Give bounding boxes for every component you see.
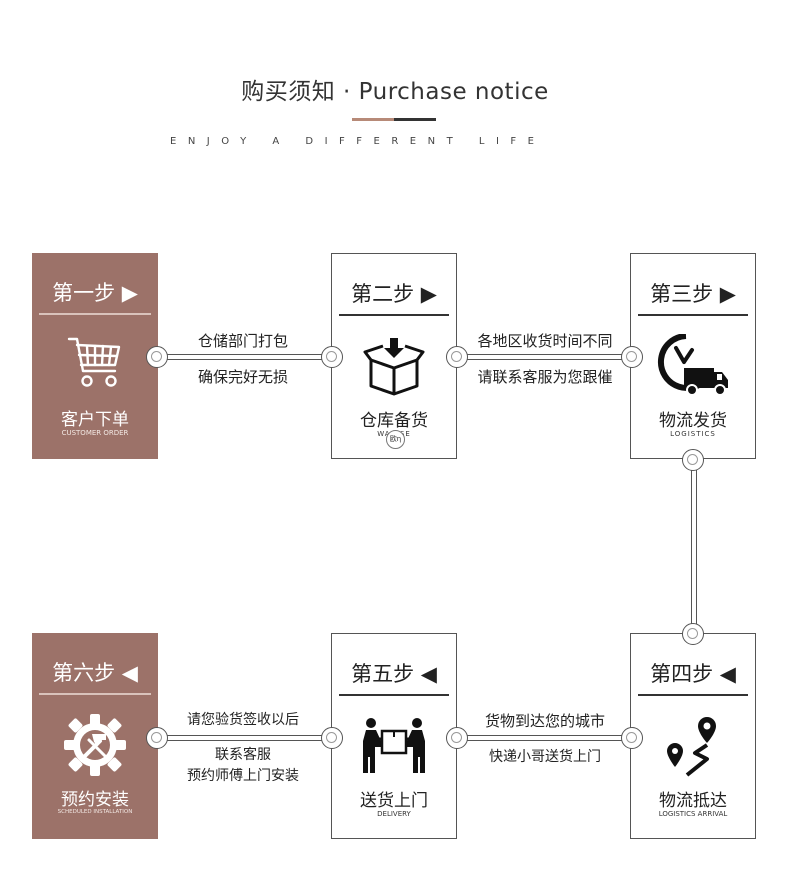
map-route-icon [631, 714, 755, 778]
step-label: 仓库备货 [360, 411, 428, 431]
connector-node [146, 346, 168, 368]
page-subtitle: ENJOY A DIFFERENT LIFE [170, 136, 546, 147]
connector-node [446, 346, 468, 368]
people-carry-box-icon [332, 714, 456, 778]
step-card-6: 第六步 ◀ 预约安装 SCHEDULED INSTALLATION [32, 633, 158, 839]
step-heading: 第六步 ◀ [52, 661, 138, 685]
step-sublabel: LOGISTICS [670, 430, 716, 438]
step-card-4: 第四步 ◀ 物流抵达 LOGISTICS ARRIVAL [630, 633, 756, 839]
connector-node [621, 346, 643, 368]
step-card-5: 第五步 ◀ 送货上门 DELIVERY [331, 633, 457, 839]
step-sublabel: SCHEDULED INSTALLATION [57, 809, 133, 815]
heading-rule [39, 693, 151, 695]
step-label: 客户下单 [61, 410, 129, 430]
step-heading: 第二步 ▶ [351, 282, 437, 306]
connector-text: 各地区收货时间不同 [477, 332, 613, 350]
step-card-3: 第三步 ▶ 物流发货 LOGISTICS [630, 253, 756, 459]
connector-line-3-4 [691, 460, 697, 634]
connector-node [621, 727, 643, 749]
connector-text: 确保完好无损 [197, 368, 288, 386]
title-rule [352, 118, 436, 121]
watermark-stamp: 欧η [386, 430, 405, 449]
heading-rule [39, 313, 151, 315]
connector-line-2-3 [457, 354, 632, 360]
connector-text: 快递小哥送货上门 [489, 749, 601, 765]
step-label: 物流发货 [659, 411, 727, 431]
page-title: 购买须知 · Purchase notice [241, 79, 549, 105]
heading-rule [638, 314, 748, 316]
connector-node [682, 449, 704, 471]
connector-text: 请您验货签收以后 [187, 712, 299, 728]
step-heading: 第一步 ▶ [52, 281, 138, 305]
step-label: 送货上门 [360, 791, 428, 811]
step-card-2: 第二步 ▶ 仓库备货 WA USE 欧η [331, 253, 457, 459]
step-card-1: 第一步 ▶ 客户下单 CUSTOMER ORDER [32, 253, 158, 459]
connector-node [321, 346, 343, 368]
step-label: 预约安装 [61, 790, 129, 810]
heading-rule [638, 694, 748, 696]
heading-rule [339, 314, 449, 316]
title-rule-accent [352, 118, 394, 121]
step-sublabel: CUSTOMER ORDER [61, 429, 129, 437]
heading-rule [339, 694, 449, 696]
connector-node [146, 727, 168, 749]
connector-text: 仓储部门打包 [197, 332, 288, 350]
step-sublabel: LOGISTICS ARRIVAL [658, 810, 728, 818]
clock-truck-icon [631, 334, 755, 398]
step-heading: 第三步 ▶ [650, 282, 736, 306]
box-download-icon [332, 334, 456, 398]
connector-text: 货物到达您的城市 [484, 712, 605, 730]
step-heading: 第五步 ◀ [351, 662, 437, 686]
connector-text: 请联系客服为您跟催 [477, 368, 613, 386]
connector-text: 联系客服 [215, 747, 271, 763]
connector-line-6-5 [157, 735, 333, 741]
connector-text: 预约师傅上门安装 [187, 768, 299, 784]
step-heading: 第四步 ◀ [650, 662, 736, 686]
connector-node [321, 727, 343, 749]
connector-node [446, 727, 468, 749]
step-sublabel: DELIVERY [377, 810, 411, 818]
gear-tools-icon [32, 713, 158, 777]
connector-line-1-2 [157, 354, 333, 360]
shopping-cart-icon [32, 333, 158, 397]
step-label: 物流抵达 [659, 791, 727, 811]
connector-node [682, 623, 704, 645]
connector-line-5-4 [457, 735, 632, 741]
